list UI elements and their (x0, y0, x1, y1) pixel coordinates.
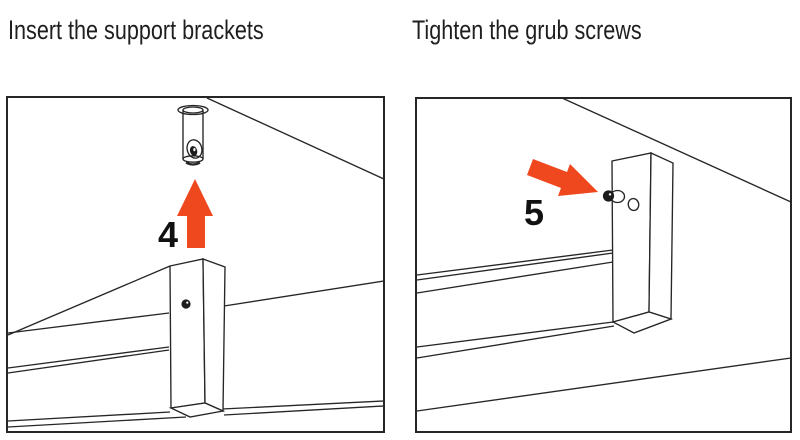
furniture-edge-lines (7, 97, 385, 428)
mounting-bracket (602, 151, 674, 334)
step-title-tighten-screws: Tighten the grub screws (412, 15, 642, 45)
screw-hole-dot (181, 299, 191, 309)
step-number-label: 4 (158, 214, 178, 255)
furniture-edge-lines (416, 97, 792, 412)
step-title-insert-brackets: Insert the support brackets (8, 15, 264, 45)
support-bracket-pin (177, 104, 209, 166)
diagram-panel-insert-brackets: 4 (6, 96, 385, 433)
right-down-arrow-icon (527, 159, 598, 196)
step-number-label: 5 (524, 192, 544, 233)
up-arrow-icon (177, 179, 213, 248)
diagram-panel-tighten-screws: 5 (415, 97, 792, 433)
panel-border (415, 97, 792, 433)
mounting-bracket (168, 258, 226, 418)
grub-screw (602, 190, 615, 202)
empty-screw-hole (627, 197, 640, 212)
